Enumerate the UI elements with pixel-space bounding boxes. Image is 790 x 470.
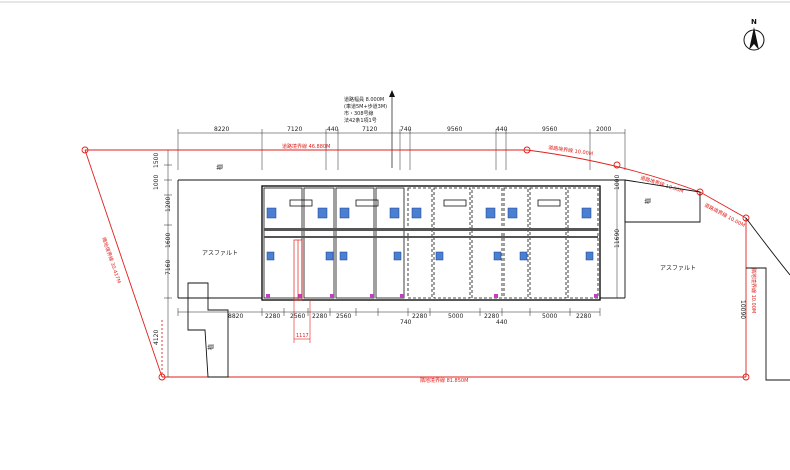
dim-bottom-0: 8820 [228, 313, 243, 320]
top-dimension-line [177, 129, 626, 170]
road-note: 道路幅員 8.000M (車道5M+歩道3M) 市・308号線 法42条1項1号 [344, 96, 387, 124]
dim-bottom-6: 5000 [448, 313, 463, 320]
red-stair-markers [293, 239, 303, 301]
boundary-labels: 道路境界線 46.880M 道路境界線 10.00M 道路境界線 10.00M … [100, 143, 757, 384]
north-label: N [751, 18, 757, 26]
boundary-lines [84, 149, 747, 378]
plant-label-3: 植 [207, 344, 215, 350]
plant-label-2: 植 [644, 198, 652, 204]
road-note-line3: 市・308号線 [344, 110, 374, 117]
dim-top-8: 2000 [596, 126, 611, 133]
dim-top-0: 8220 [214, 126, 229, 133]
dim-top-6: 440 [496, 126, 508, 133]
bottom-dimension-line [177, 308, 601, 316]
dim-right-1: 11690 [614, 229, 621, 248]
dim-bottom-2: 2560 [290, 313, 305, 320]
plant-label-1: 植 [216, 164, 224, 170]
land-boundary-right-label: 隣地境界線 10.00M [750, 268, 757, 313]
dim-left-2: 1200 [165, 197, 172, 212]
dim-left-3: 1600 [165, 233, 172, 248]
north-arrow: N [743, 18, 765, 51]
land-boundary-bottom-label: 隣地境界線 81.850M [420, 377, 468, 384]
road-boundary-right1-label: 道路境界線 10.00M [548, 144, 594, 157]
dim-bottom-4: 2560 [336, 313, 351, 320]
land-boundary-left-label: 隣地境界線 30.417M [100, 236, 122, 284]
road-note-line4: 法42条1項1号 [344, 117, 377, 124]
stair-bands [264, 228, 598, 238]
bottom-dimensions: 8820 2280 2560 2280 2560 2280 5000 2280 … [228, 313, 591, 326]
dim-top-4: 740 [400, 126, 412, 133]
dim-left-4: 7160 [165, 260, 172, 275]
dim-bottom-1: 2280 [265, 313, 280, 320]
top-dimensions: 8220 7120 440 7120 740 9560 440 9560 200… [214, 126, 611, 133]
left-dimensions: 1500 1000 1200 1600 7160 4120 [153, 153, 172, 345]
site-outline [177, 179, 790, 381]
dim-top-3: 7120 [362, 126, 377, 133]
dim-left-1: 1000 [153, 175, 160, 190]
dim-right-0: 1000 [614, 175, 621, 190]
building-block [261, 185, 601, 301]
dim-bottom-8: 5000 [542, 313, 557, 320]
dim-top-2: 440 [327, 126, 339, 133]
left-dimension-line [164, 150, 172, 377]
dim-bottom2-0: 740 [400, 319, 412, 326]
red-small-dimension-label: 1117 [296, 333, 309, 339]
dim-bottom-7: 2280 [484, 313, 499, 320]
dim-top-5: 9560 [447, 126, 462, 133]
right-dimensions: 1000 11690 10090 [614, 175, 746, 320]
asphalt-left-label: アスファルト [202, 250, 238, 257]
dim-top-1: 7120 [287, 126, 302, 133]
asphalt-right-label: アスファルト [660, 265, 696, 272]
dim-right-2: 10090 [739, 300, 746, 319]
dim-bottom-3: 2280 [312, 313, 327, 320]
red-small-dimension [293, 300, 311, 343]
building-units [263, 187, 599, 299]
bathroom-fixtures [266, 207, 594, 261]
road-note-line1: 道路幅員 8.000M [344, 96, 384, 103]
dim-top-7: 9560 [542, 126, 557, 133]
entry-markers [266, 294, 598, 298]
road-boundary-top-label: 道路境界線 46.880M [282, 143, 330, 150]
dim-bottom-9: 2280 [576, 313, 591, 320]
dim-left-5: 4120 [153, 330, 160, 345]
road-note-line2: (車道5M+歩道3M) [344, 103, 387, 110]
dim-left-0: 1500 [153, 153, 160, 168]
boundary-points [81, 146, 750, 381]
dim-bottom2-1: 440 [496, 319, 508, 326]
dim-bottom-5: 2280 [412, 313, 427, 320]
